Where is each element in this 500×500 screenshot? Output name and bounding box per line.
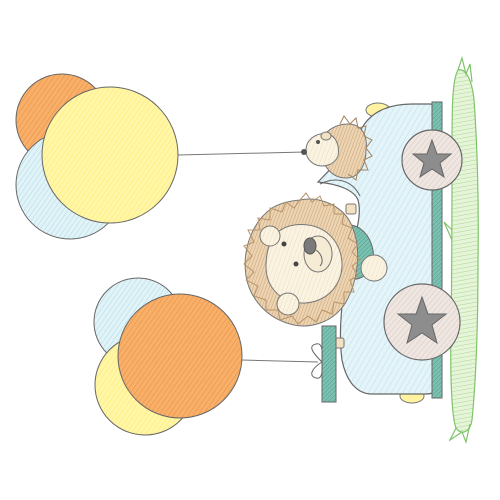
gift-box — [311, 325, 337, 403]
hedgehog — [301, 115, 373, 181]
grass — [439, 55, 479, 445]
lion — [243, 192, 388, 327]
balloon-string-bottom — [241, 359, 319, 363]
star-icon — [396, 295, 448, 345]
balloon-string-top — [177, 151, 306, 156]
balloon-cluster-bottom — [93, 277, 243, 436]
balloon-cluster-top — [15, 73, 179, 240]
star-icon — [411, 138, 453, 179]
wheel-bottom — [383, 283, 461, 361]
wheel-top — [401, 129, 463, 191]
